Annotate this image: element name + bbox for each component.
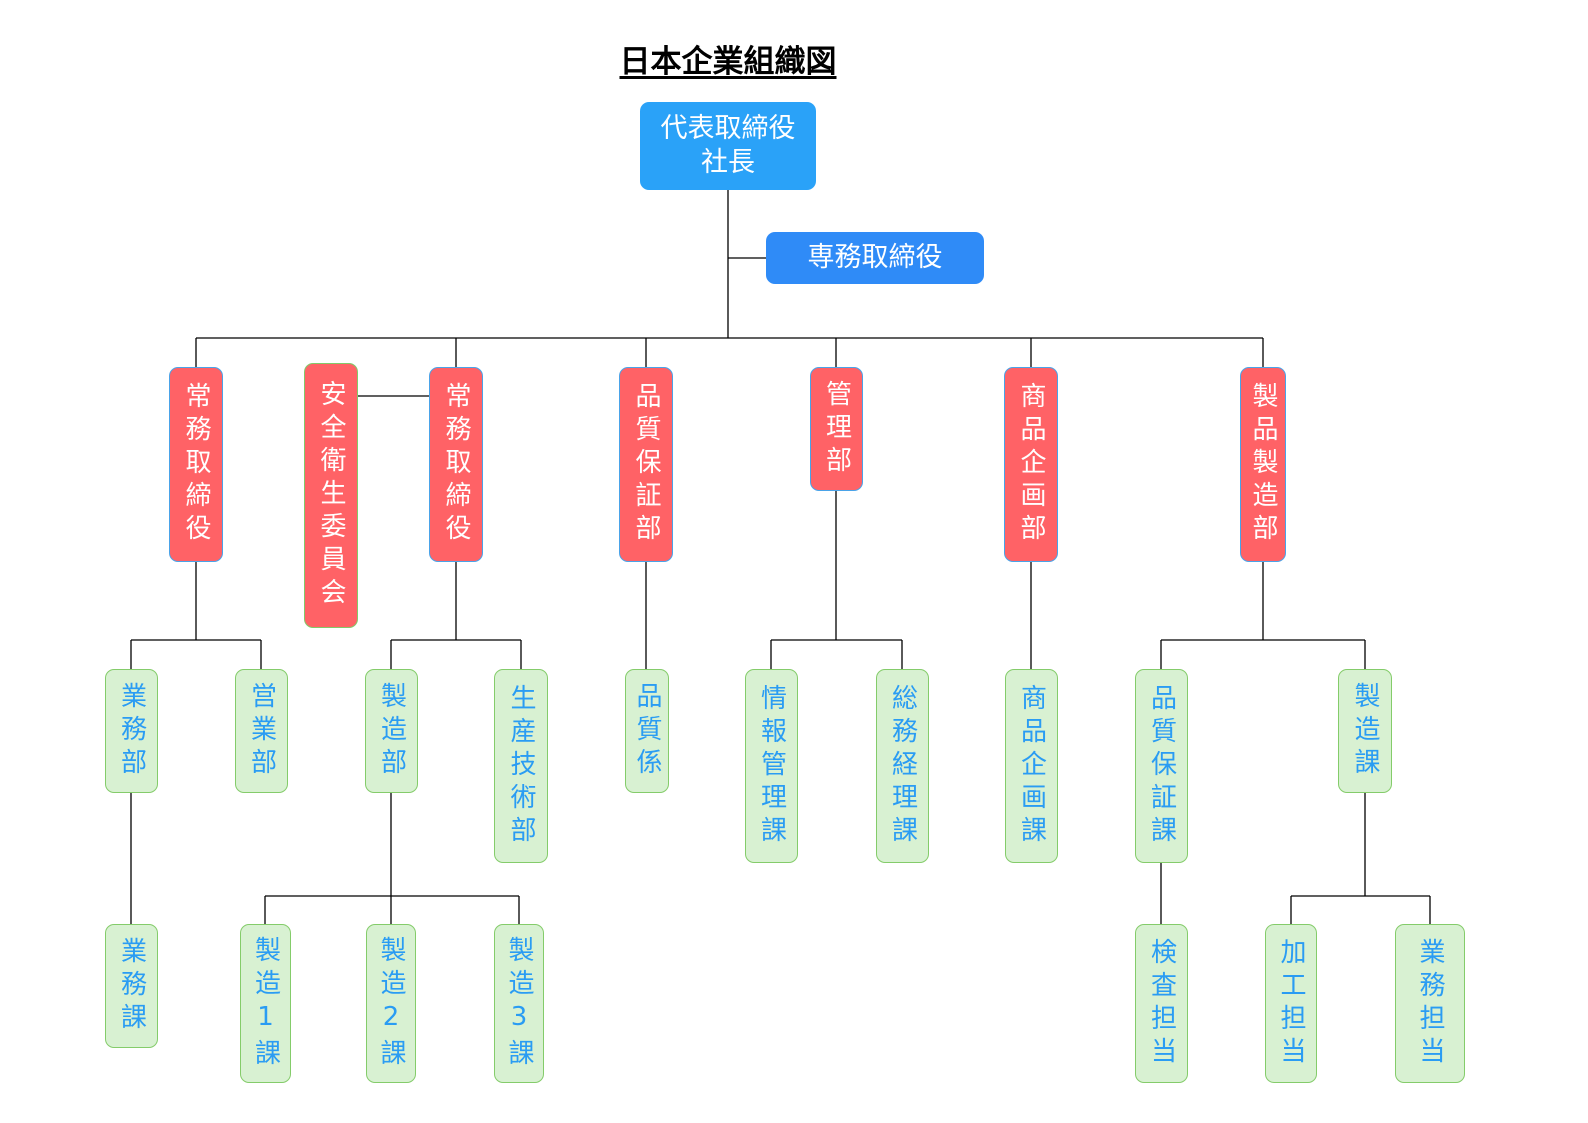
node-processing-staff-label: 加工担当 <box>1276 937 1306 1070</box>
node-business-dept[interactable]: 業務部 <box>105 669 158 793</box>
node-senmu[interactable]: 専務取締役 <box>766 232 984 284</box>
node-ceo-label: 代表取締役 社長 <box>660 113 796 178</box>
node-safety-committee-label: 安全衛生委員会 <box>316 380 346 611</box>
node-ceo[interactable]: 代表取締役 社長 <box>640 102 816 190</box>
node-manufacturing-3-section-label: 製造3課 <box>504 935 534 1072</box>
node-jomu-2-label: 常務取締役 <box>441 382 471 547</box>
node-quality-assurance-section[interactable]: 品質保証課 <box>1135 669 1188 863</box>
node-info-management-section[interactable]: 情報管理課 <box>745 669 798 863</box>
node-manufacturing-1-section[interactable]: 製造1課 <box>240 924 291 1083</box>
chart-title: 日本企業組織図 <box>619 44 837 80</box>
node-manufacturing-dept-label: 製造部 <box>376 681 407 781</box>
node-jomu-1-label: 常務取締役 <box>181 382 211 547</box>
node-general-accounting-section-label: 総務経理課 <box>887 683 918 849</box>
node-business-section-label: 業務課 <box>116 936 147 1036</box>
node-quality-assurance-dept-label: 品質保証部 <box>631 382 661 547</box>
node-manufacturing-3-section[interactable]: 製造3課 <box>494 924 544 1083</box>
node-info-management-section-label: 情報管理課 <box>756 683 787 849</box>
node-sales-dept-label: 営業部 <box>246 681 277 781</box>
node-quality-section[interactable]: 品質係 <box>625 669 669 793</box>
node-manufacturing-2-section-label: 製造2課 <box>376 935 406 1072</box>
node-jomu-1[interactable]: 常務取締役 <box>169 367 223 562</box>
node-business-staff[interactable]: 業務担当 <box>1395 924 1465 1083</box>
node-production-engineering-dept[interactable]: 生産技術部 <box>494 669 548 863</box>
node-management-dept[interactable]: 管理部 <box>810 367 863 491</box>
node-manufacturing-section[interactable]: 製造課 <box>1338 669 1392 793</box>
node-manufacturing-1-section-label: 製造1課 <box>250 935 281 1072</box>
node-quality-assurance-section-label: 品質保証課 <box>1146 683 1177 849</box>
node-production-engineering-dept-label: 生産技術部 <box>506 683 536 849</box>
node-product-planning-section[interactable]: 商品企画課 <box>1005 669 1058 863</box>
node-quality-section-label: 品質係 <box>632 681 662 781</box>
node-management-dept-label: 管理部 <box>821 379 852 479</box>
node-manufacturing-dept[interactable]: 製造部 <box>365 669 418 793</box>
node-senmu-label: 専務取締役 <box>807 242 943 274</box>
node-product-manufacturing-dept[interactable]: 製品製造部 <box>1240 367 1286 562</box>
node-business-dept-label: 業務部 <box>116 681 147 781</box>
node-manufacturing-2-section[interactable]: 製造2課 <box>366 924 416 1083</box>
node-business-section[interactable]: 業務課 <box>105 924 158 1048</box>
node-safety-committee[interactable]: 安全衛生委員会 <box>304 363 358 628</box>
node-product-manufacturing-dept-label: 製品製造部 <box>1248 382 1278 547</box>
node-inspection-staff[interactable]: 検査担当 <box>1135 924 1188 1083</box>
node-manufacturing-section-label: 製造課 <box>1350 681 1380 781</box>
node-sales-dept[interactable]: 営業部 <box>235 669 288 793</box>
node-processing-staff[interactable]: 加工担当 <box>1265 924 1317 1083</box>
node-general-accounting-section[interactable]: 総務経理課 <box>876 669 929 863</box>
node-quality-assurance-dept[interactable]: 品質保証部 <box>619 367 673 562</box>
node-inspection-staff-label: 検査担当 <box>1146 937 1177 1070</box>
node-jomu-2[interactable]: 常務取締役 <box>429 367 483 562</box>
node-product-planning-section-label: 商品企画課 <box>1016 683 1047 849</box>
node-product-planning-dept-label: 商品企画部 <box>1016 382 1046 547</box>
node-product-planning-dept[interactable]: 商品企画部 <box>1004 367 1058 562</box>
node-business-staff-label: 業務担当 <box>1415 937 1445 1070</box>
